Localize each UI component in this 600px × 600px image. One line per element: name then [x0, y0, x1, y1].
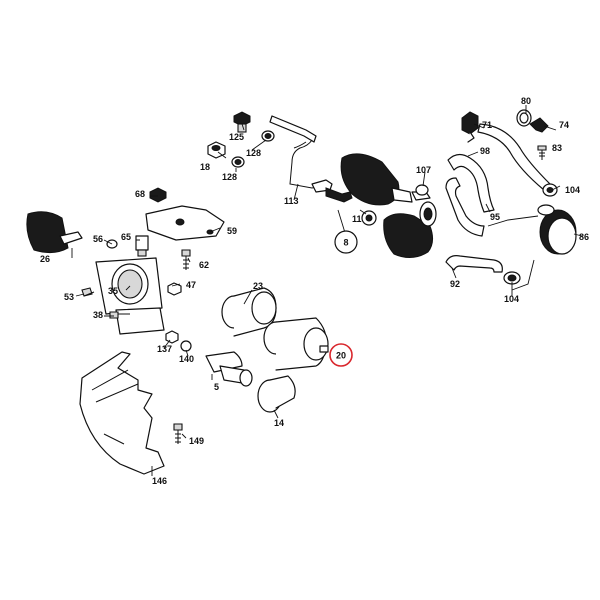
- label-47: 47: [186, 280, 196, 290]
- sensor-65-icon: [135, 235, 149, 257]
- label-38: 38: [93, 310, 103, 320]
- callout-8: 8: [334, 230, 358, 254]
- clamp-104a-icon: [542, 183, 558, 197]
- bolt-125-icon: [233, 111, 251, 133]
- label-71: 71: [482, 120, 492, 130]
- bracket-59-icon: [145, 205, 225, 241]
- nut-47-icon: [167, 282, 182, 296]
- damper-26-icon: [26, 211, 83, 254]
- label-56: 56: [93, 234, 103, 244]
- highlighted-part-20[interactable]: 20: [329, 343, 353, 367]
- hose-95-icon: [445, 177, 485, 237]
- bolt-53-icon: [81, 287, 95, 297]
- label-53: 53: [64, 292, 74, 302]
- label-128a: 128: [246, 148, 261, 158]
- valve-71-icon: [461, 111, 479, 143]
- label-92: 92: [450, 279, 460, 289]
- bolt-11-icon: [325, 187, 353, 203]
- washer-140-icon: [180, 340, 192, 352]
- housing-107-icon: [383, 201, 437, 258]
- label-113: 113: [284, 196, 299, 206]
- label-8: 8: [343, 238, 348, 248]
- hose-92-icon: [445, 255, 503, 273]
- bolt-68-icon: [149, 187, 167, 203]
- nut-137-icon: [165, 330, 179, 344]
- sleeve-23-icon: [221, 287, 277, 337]
- label-149: 149: [189, 436, 204, 446]
- label-11: 11: [352, 214, 362, 224]
- filter-86-icon: [539, 209, 577, 255]
- label-98: 98: [480, 146, 490, 156]
- washer-128a-icon: [261, 130, 275, 142]
- shield-146-icon: [79, 351, 165, 475]
- label-65: 65: [121, 232, 131, 242]
- bolt-62-icon: [181, 249, 191, 270]
- label-104a: 104: [565, 185, 580, 195]
- clamp-35-icon: [95, 257, 165, 335]
- intake-part-107-icon: [340, 153, 431, 206]
- label-23: 23: [253, 281, 263, 291]
- label-83: 83: [552, 143, 562, 153]
- label-18: 18: [200, 162, 210, 172]
- ring-14-icon: [257, 375, 296, 413]
- label-146: 146: [152, 476, 167, 486]
- pipe-113-icon: [269, 115, 333, 193]
- label-74: 74: [559, 120, 569, 130]
- clip-80-icon: [516, 109, 532, 127]
- label-104b: 104: [504, 294, 519, 304]
- label-128b: 128: [222, 172, 237, 182]
- leader-lines: [71, 105, 583, 476]
- label-68: 68: [135, 189, 145, 199]
- label-59: 59: [227, 226, 237, 236]
- washer-128b-icon: [231, 156, 245, 168]
- label-20: 20: [336, 351, 346, 361]
- label-80: 80: [521, 96, 531, 106]
- label-26: 26: [40, 254, 50, 264]
- clamp-104b-icon: [503, 271, 521, 285]
- label-62: 62: [199, 260, 209, 270]
- filter-5-icon: [205, 351, 253, 387]
- screw-83-icon: [537, 145, 547, 160]
- part-labels: 80 71 74 125 128 83 18 128 107 98 68 113…: [40, 96, 589, 486]
- label-95: 95: [490, 212, 500, 222]
- ring-11-icon: [361, 210, 377, 226]
- clamp-107-icon: [415, 184, 429, 196]
- label-5: 5: [214, 382, 219, 392]
- label-140: 140: [179, 354, 194, 364]
- bracket-74-icon: [529, 117, 549, 133]
- fuel-pump-20-icon: [263, 317, 329, 371]
- highlight-ring: [329, 343, 353, 367]
- hose-98-icon: [447, 153, 495, 213]
- label-137: 137: [157, 344, 172, 354]
- label-35: 35: [108, 286, 118, 296]
- hose-71-icon: [477, 123, 551, 191]
- screw-149-icon: [173, 423, 183, 444]
- label-125: 125: [229, 132, 244, 142]
- label-86: 86: [579, 232, 589, 242]
- clip-104-top-icon: [537, 204, 555, 216]
- label-14: 14: [274, 418, 284, 428]
- label-107: 107: [416, 165, 431, 175]
